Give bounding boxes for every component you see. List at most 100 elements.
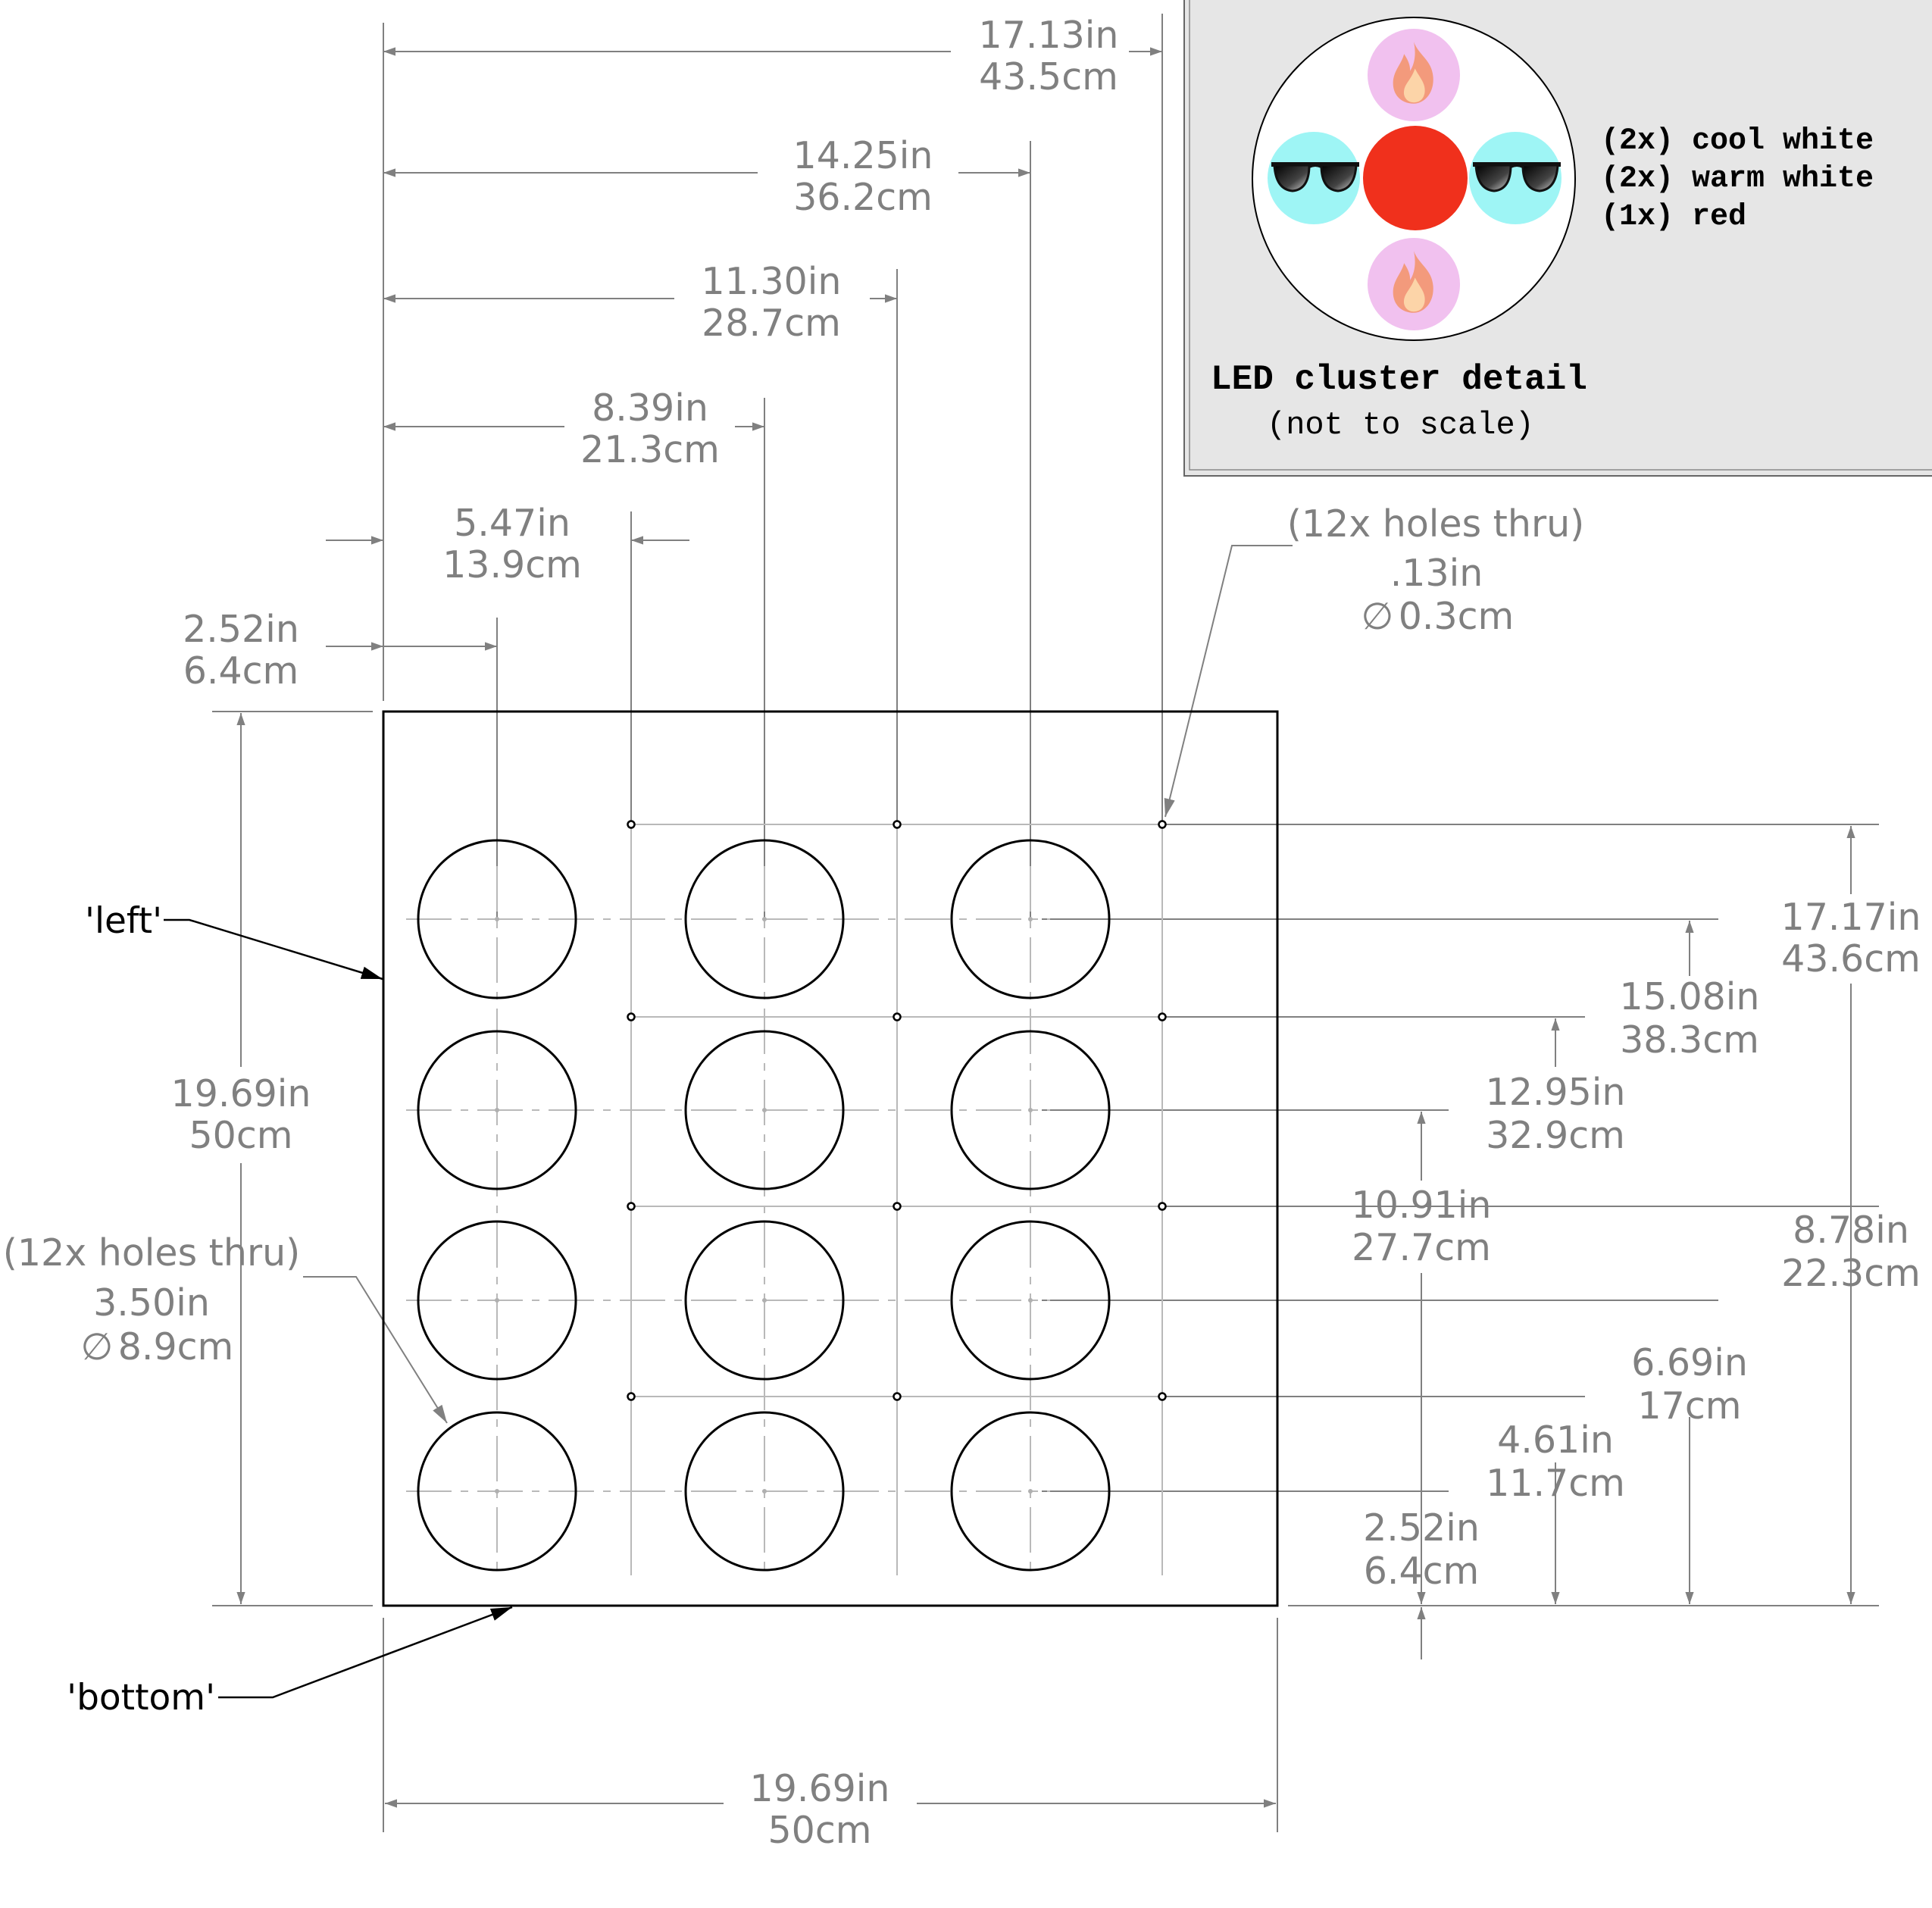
small-hole [1158,1012,1167,1021]
dim-right-3: 12.95in 32.9cm [1486,1071,1626,1157]
dim-right-1: 17.17in 43.6cm [1781,896,1921,981]
dim-right-8: 2.52in 6.4cm [1363,1506,1480,1593]
dim-top-1: 17.13in 43.5cm [979,14,1119,99]
dim-label-cm: 50cm [189,1114,292,1157]
dim-label-cm: 43.5cm [979,55,1118,99]
dim-label-cm: 50cm [767,1809,871,1852]
big-hole [950,1030,1111,1190]
big-hole [417,839,577,999]
red-led [1363,126,1468,230]
bottom-label: 'bottom' [67,1677,215,1719]
hole-center-mark [1028,917,1033,921]
small-hole [893,1392,902,1401]
dim-label-cm: 6.4cm [1364,1550,1480,1593]
dim-label-cm: 6.4cm [183,649,299,693]
small-hole-count: (12x holes thru) [1287,502,1585,546]
hole-center-mark [495,1298,499,1303]
dim-label-in: 8.39in [592,386,708,430]
dim-label-in: 11.30in [702,260,842,303]
dim-right-7: 4.61in 11.7cm [1486,1418,1625,1505]
dim-label-cm: 43.6cm [1781,937,1921,981]
dim-label-cm: 28.7cm [702,302,841,345]
diameter-symbol: ∅ [1361,595,1394,638]
dim-label-in: 2.52in [1363,1506,1480,1550]
left-face-callout: 'left' [85,900,383,981]
dim-top-4: 8.39in 21.3cm [580,386,720,471]
dim-label-in: 12.95in [1486,1071,1626,1114]
dim-label-in: 17.17in [1781,896,1921,939]
hole-center-mark [1028,1108,1033,1112]
hole-center-mark [762,917,767,921]
leader-line [303,1276,448,1424]
hole-center-mark [495,1108,499,1112]
dim-right-5: 8.78in 22.3cm [1781,1209,1921,1295]
dim-label-cm: 17cm [1637,1384,1741,1428]
led-cluster-legend: (2x) cool white (2x) warm white (1x) red… [1183,0,1932,477]
dim-height: 19.69in 50cm [171,1072,311,1157]
big-hole [417,1220,577,1381]
big-hole-in: 3.50in [93,1281,210,1325]
dim-label-in: 19.69in [171,1072,311,1115]
dim-top-5: 5.47in 13.9cm [442,502,582,586]
dim-label-cm: 32.9cm [1486,1114,1625,1157]
dim-label-in: 8.78in [1793,1209,1909,1252]
dim-label-cm: 21.3cm [580,428,720,471]
legend-title: LED cluster detail [1211,360,1587,399]
leader-line [1164,545,1293,818]
dim-label-in: 10.91in [1352,1184,1492,1227]
small-hole [893,1012,902,1021]
big-hole [950,1220,1111,1381]
big-hole [950,839,1111,999]
dim-top-3: 11.30in 28.7cm [702,260,842,345]
panel-outline [382,710,1279,1607]
small-hole [1158,820,1167,829]
small-hole [1158,1202,1167,1211]
small-hole [893,1202,902,1211]
big-hole [684,1220,845,1381]
hole-center-mark [1028,1489,1033,1494]
small-hole [893,820,902,829]
dim-label-cm: 36.2cm [793,176,933,219]
big-hole-cm: 8.9cm [118,1325,234,1368]
diameter-symbol: ∅ [81,1325,114,1368]
cool-white-led [1469,132,1562,224]
legend-item-red: (1x) red [1601,200,1746,234]
small-hole-cm: 0.3cm [1399,595,1515,638]
left-label: 'left' [85,900,162,942]
hole-center-mark [762,1108,767,1112]
legend-item-cool-white: (2x) cool white [1601,124,1874,158]
small-hole-in: .13in [1390,552,1483,595]
big-hole [684,1411,845,1572]
dim-label-in: 4.61in [1497,1418,1614,1462]
small-hole [1158,1392,1167,1401]
big-hole [950,1411,1111,1572]
hole-center-mark [495,917,499,921]
dim-label-cm: 11.7cm [1486,1462,1625,1505]
hole-center-mark [762,1298,767,1303]
big-hole [417,1411,577,1572]
dim-label-in: 14.25in [793,134,933,177]
dim-top-2: 14.25in 36.2cm [793,134,933,219]
small-hole [627,1012,636,1021]
dim-width: 19.69in 50cm [750,1767,890,1852]
big-hole [684,1030,845,1190]
big-hole-count: (12x holes thru) [3,1231,301,1275]
dim-label-cm: 38.3cm [1620,1018,1759,1062]
big-hole [684,839,845,999]
small-hole [627,820,636,829]
big-hole [417,1030,577,1190]
small-hole [627,1202,636,1211]
dim-label-cm: 13.9cm [442,543,582,586]
dim-label-in: 19.69in [750,1767,890,1810]
small-hole [627,1392,636,1401]
dim-right-6: 6.69in 17cm [1631,1341,1748,1428]
dim-label-in: 6.69in [1631,1341,1748,1384]
dim-label-in: 2.52in [183,608,299,651]
legend-item-warm-white: (2x) warm white [1601,162,1874,196]
legend-subtitle: (not to scale) [1267,407,1534,443]
dim-label-cm: 27.7cm [1352,1226,1491,1269]
dim-top-6: 2.52in 6.4cm [183,608,299,693]
dim-right-2: 15.08in 38.3cm [1620,975,1760,1062]
hole-center-mark [762,1489,767,1494]
